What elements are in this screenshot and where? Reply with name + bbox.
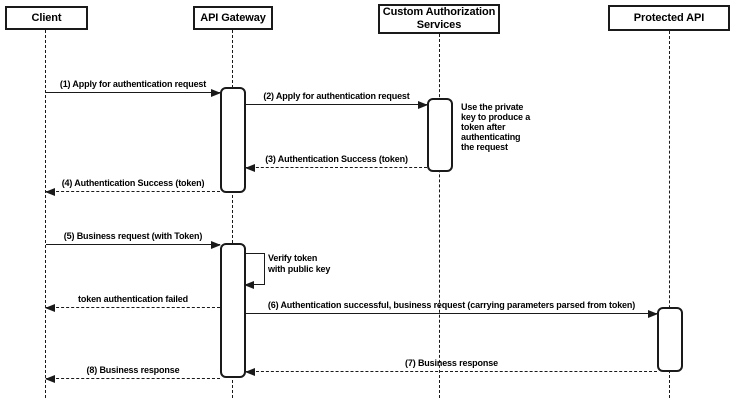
message-token-failed: token authentication failed <box>45 293 220 312</box>
arrowhead-left-icon <box>244 281 254 289</box>
arrowhead-left-icon <box>245 368 255 376</box>
arrowhead-right-icon <box>211 89 221 97</box>
arrowhead-right-icon <box>211 241 221 249</box>
message-3-line <box>245 164 427 172</box>
message-2-line <box>246 101 428 109</box>
activation-custom-authorization-services <box>427 98 453 172</box>
self-message-loop <box>244 253 265 289</box>
message-token-failed-label: token authentication failed <box>78 294 188 304</box>
message-7: (7) Business response <box>245 357 657 376</box>
arrowhead-left-icon <box>45 304 55 312</box>
actor-label-protected-api: Protected API <box>633 11 705 24</box>
message-7-label: (7) Business response <box>405 358 498 368</box>
activation-api-gateway-2 <box>220 243 246 378</box>
message-6-label: (6) Authentication successful, business … <box>267 300 636 310</box>
message-2-label: (2) Apply for authentication request <box>263 91 410 101</box>
message-5: (5) Business request (with Token) <box>46 230 221 249</box>
message-5-label: (5) Business request (with Token) <box>63 231 203 241</box>
message-6-line <box>246 310 658 318</box>
arrowhead-left-icon <box>45 188 55 196</box>
message-2: (2) Apply for authentication request <box>246 90 428 109</box>
actor-box-client: Client <box>5 6 88 30</box>
message-6: (6) Authentication successful, business … <box>246 299 658 318</box>
message-8: (8) Business response <box>45 364 220 383</box>
arrowhead-left-icon <box>245 164 255 172</box>
actor-label-custom-authorization-services: Custom Authorization Services <box>382 6 496 31</box>
note-private-key: Use the private key to produce a token a… <box>461 102 531 152</box>
message-4: (4) Authentication Success (token) <box>45 177 220 196</box>
arrowhead-right-icon <box>418 101 428 109</box>
arrowhead-left-icon <box>45 375 55 383</box>
actor-box-custom-authorization-services: Custom Authorization Services <box>378 4 500 34</box>
message-1-line <box>46 89 221 97</box>
lifeline-client <box>45 30 46 398</box>
message-1-label: (1) Apply for authentication request <box>59 79 207 89</box>
activation-api-gateway-1 <box>220 87 246 193</box>
actor-box-api-gateway: API Gateway <box>193 6 273 30</box>
message-3: (3) Authentication Success (token) <box>245 153 427 172</box>
arrowhead-right-icon <box>648 310 658 318</box>
actor-box-protected-api: Protected API <box>608 5 730 31</box>
self-message-label: Verify token with public key <box>268 253 331 274</box>
message-5-line <box>46 241 221 249</box>
message-1: (1) Apply for authentication request <box>46 78 221 97</box>
message-token-failed-line <box>45 304 220 312</box>
actor-label-client: Client <box>31 11 62 24</box>
message-4-label: (4) Authentication Success (token) <box>61 178 205 188</box>
message-3-label: (3) Authentication Success (token) <box>265 154 408 164</box>
message-8-label: (8) Business response <box>86 365 180 375</box>
message-7-line <box>245 368 657 376</box>
message-4-line <box>45 188 220 196</box>
message-8-line <box>45 375 220 383</box>
lifeline-custom-authorization-services <box>439 34 440 398</box>
activation-protected-api <box>657 307 683 372</box>
lifeline-protected-api <box>669 31 670 398</box>
actor-label-api-gateway: API Gateway <box>200 11 266 24</box>
lifeline-api-gateway <box>232 30 233 398</box>
